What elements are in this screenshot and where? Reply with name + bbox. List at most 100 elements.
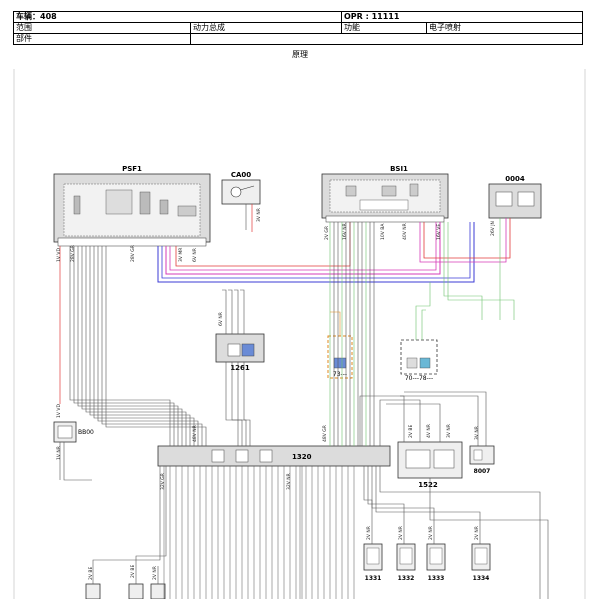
c1334-label: 1334 bbox=[473, 575, 490, 582]
bsi1-a-label: 2V GR bbox=[324, 226, 330, 240]
c1522-label: 1522 bbox=[418, 481, 438, 489]
wire bbox=[73, 246, 175, 446]
ca00-label: CA00 bbox=[231, 171, 251, 179]
wire bbox=[89, 246, 191, 446]
part-value bbox=[190, 33, 583, 45]
bb00-component[interactable]: BB00 bbox=[53, 421, 94, 443]
c1261-label: 1261 bbox=[230, 364, 250, 372]
c1522-b-label: 4V NR bbox=[426, 424, 432, 438]
c1332-label: 1332 bbox=[398, 575, 415, 582]
wire bbox=[157, 222, 475, 283]
wire bbox=[359, 395, 405, 446]
c1333-component[interactable]: 1333 bbox=[426, 543, 446, 582]
wire bbox=[447, 222, 515, 320]
wire bbox=[97, 246, 199, 446]
wire bbox=[379, 399, 421, 446]
bsi1-e-label: 16V VE bbox=[436, 224, 442, 240]
bsi1-b-label: 16V NR bbox=[342, 223, 348, 240]
c1320-d-label: 32V NR bbox=[286, 473, 292, 490]
c1261-component[interactable]: 1261 bbox=[215, 333, 265, 372]
psf1-component[interactable]: PSF1 bbox=[53, 165, 211, 247]
c1261-a-label: 6V NR bbox=[218, 312, 224, 326]
psf1-a-label: 1V VD bbox=[56, 248, 62, 262]
psf1-label: PSF1 bbox=[122, 165, 142, 173]
wire bbox=[375, 466, 481, 544]
c1320-a-label: 48V NR bbox=[192, 425, 198, 442]
connector-labels: 1V VD 28V GR 28V GR 3V MR 6V NR 3V NR 2V… bbox=[56, 208, 496, 580]
wire bbox=[240, 289, 245, 334]
section-title: 原理 bbox=[292, 50, 308, 59]
bb00-a-label: 1V VD bbox=[56, 404, 62, 418]
wire bbox=[165, 222, 441, 275]
wire bbox=[85, 246, 187, 446]
c1320-b-label: 48V GR bbox=[322, 425, 328, 442]
ca00-a-label: 3V NR bbox=[256, 208, 262, 222]
part-label: 部件 bbox=[13, 33, 191, 45]
wire bbox=[237, 362, 247, 446]
frame bbox=[13, 69, 586, 599]
wire bbox=[93, 246, 195, 446]
bb00-label: BB00 bbox=[78, 429, 94, 436]
bsi1-d-label: 40V NR bbox=[402, 223, 408, 240]
c1333-label: 1333 bbox=[428, 575, 445, 582]
c1522-c-label: 3V NR bbox=[446, 424, 452, 438]
wire bbox=[234, 289, 239, 334]
psf1-e-label: 6V NR bbox=[192, 248, 198, 262]
wire bbox=[81, 246, 183, 446]
c1331-a-label: 2V NR bbox=[366, 526, 372, 540]
psf1-c-label: 28V GR bbox=[130, 245, 136, 262]
c1320-label: 1320 bbox=[292, 453, 312, 461]
c8007-label: 8007 bbox=[474, 468, 491, 475]
c70-78-component[interactable]: 70---78--- bbox=[400, 339, 438, 382]
ca00-component[interactable]: CA00 bbox=[221, 171, 261, 205]
wire bbox=[400, 395, 479, 446]
bsi1-c-label: 10V BA bbox=[380, 223, 386, 240]
c1522-a-label: 2V BE bbox=[408, 425, 414, 438]
wire bbox=[169, 222, 437, 271]
low-b-label: 2V BE bbox=[130, 565, 136, 578]
c1334-component[interactable]: 1334 bbox=[471, 543, 491, 582]
wire bbox=[69, 246, 171, 446]
wire-layer bbox=[59, 204, 549, 599]
wire bbox=[371, 466, 435, 544]
wire bbox=[421, 309, 426, 340]
c1320-component[interactable]: 1320 bbox=[157, 445, 391, 467]
c1334-a-label: 2V NR bbox=[474, 526, 480, 540]
c8007-a-label: 3V NR bbox=[474, 426, 480, 440]
psf1-b-label: 28V GR bbox=[70, 245, 76, 262]
wire bbox=[231, 362, 243, 446]
bb00-b-label: 1V NR bbox=[56, 446, 62, 460]
wire bbox=[415, 282, 431, 340]
c70-78-label: 70---78--- bbox=[405, 375, 433, 382]
c1333-a-label: 2V NR bbox=[428, 526, 434, 540]
c1320-c-label: 32V GR bbox=[160, 473, 166, 490]
c73-component[interactable]: 73--- bbox=[327, 335, 353, 379]
low-c-label: 2V NR bbox=[152, 566, 158, 580]
c0004-label: 0004 bbox=[505, 175, 525, 183]
wire bbox=[161, 222, 471, 279]
c1332-component[interactable]: 1332 bbox=[396, 543, 416, 582]
wire bbox=[379, 466, 541, 599]
c1332-a-label: 2V NR bbox=[398, 526, 404, 540]
low-a-label: 2V BE bbox=[88, 567, 94, 580]
wire bbox=[330, 311, 341, 336]
wire bbox=[429, 478, 549, 599]
wire bbox=[63, 442, 92, 481]
wire bbox=[228, 289, 233, 334]
wire bbox=[423, 218, 511, 259]
wire bbox=[101, 246, 203, 446]
c73-label: 73--- bbox=[333, 371, 347, 378]
wire bbox=[386, 403, 441, 442]
c1331-label: 1331 bbox=[365, 575, 382, 582]
wire bbox=[419, 218, 507, 263]
wire bbox=[222, 289, 227, 334]
c1522-component[interactable]: 1522 bbox=[397, 441, 463, 489]
wire bbox=[105, 246, 207, 446]
c0004-component[interactable]: 0004 bbox=[488, 175, 542, 219]
low-left-components[interactable] bbox=[85, 583, 166, 599]
wire bbox=[135, 466, 167, 584]
bsi1-component[interactable]: BSI1 bbox=[321, 165, 449, 223]
c8007-component[interactable]: 8007 bbox=[469, 445, 495, 475]
c1331-component[interactable]: 1331 bbox=[363, 543, 383, 582]
